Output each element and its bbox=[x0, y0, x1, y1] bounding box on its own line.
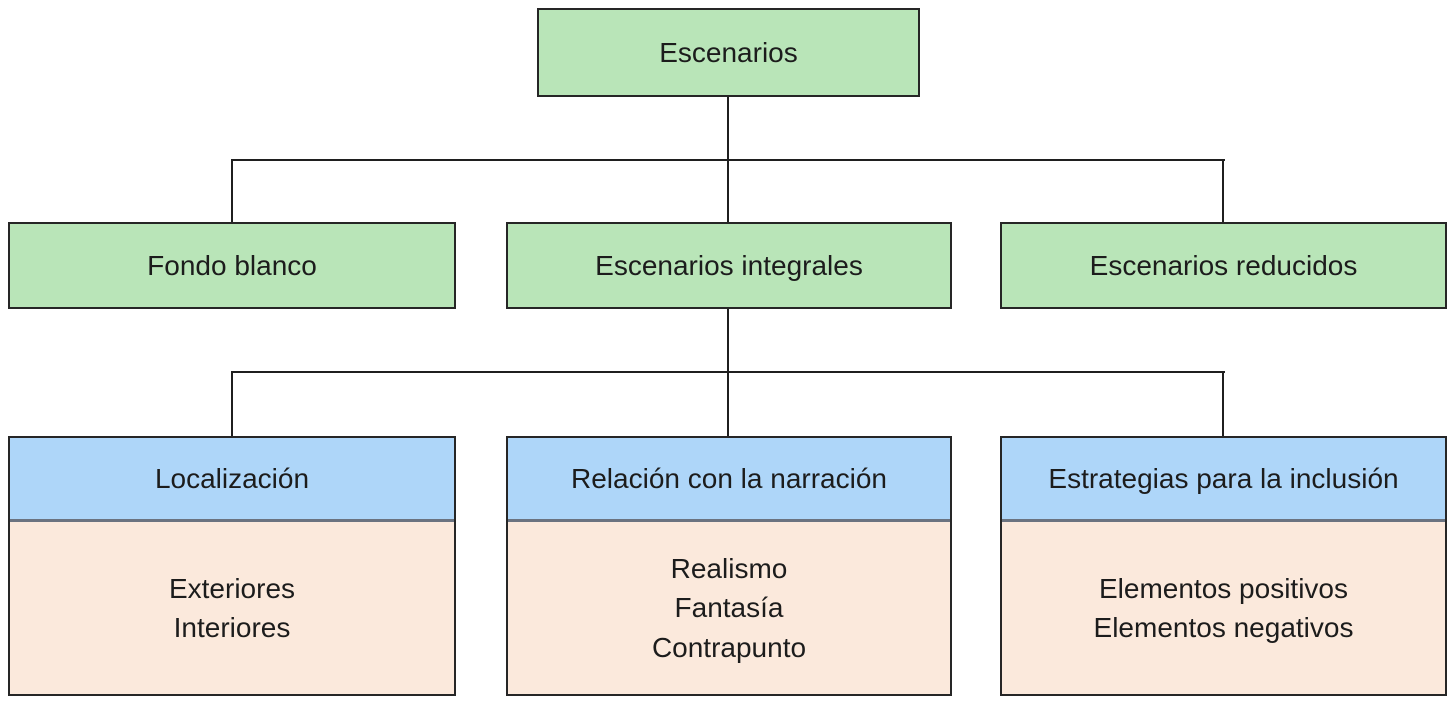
node-localizacion-body: Exteriores Interiores bbox=[10, 522, 454, 694]
node-escenarios-label: Escenarios bbox=[659, 37, 798, 68]
node-escenarios-reducidos-label: Escenarios reducidos bbox=[1089, 250, 1358, 281]
list-item: Elementos negativos bbox=[1093, 612, 1354, 643]
node-fondo-blanco-label: Fondo blanco bbox=[147, 250, 317, 281]
node-estrategias-inclusion: Estrategias para la inclusión Elementos … bbox=[1000, 436, 1447, 696]
node-escenarios-reducidos: Escenarios reducidos bbox=[1000, 222, 1447, 309]
list-item: Realismo bbox=[670, 553, 788, 585]
list-item: Fantasía bbox=[674, 592, 784, 624]
node-relacion-narracion-body: Realismo Fantasía Contrapunto bbox=[508, 522, 950, 694]
list-item: Interiores bbox=[173, 612, 291, 643]
list-item: Contrapunto bbox=[651, 631, 807, 663]
connector-level3-horizontal bbox=[231, 371, 1225, 373]
list-item: Exteriores bbox=[168, 572, 296, 604]
node-fondo-blanco: Fondo blanco bbox=[8, 222, 456, 309]
connector-level3-right-drop bbox=[1222, 371, 1224, 437]
node-localizacion-header: Localización bbox=[10, 438, 454, 522]
node-localizacion: Localización Exteriores Interiores bbox=[8, 436, 456, 696]
node-relacion-narracion-header-label: Relación con la narración bbox=[571, 462, 887, 494]
node-escenarios-integrales-label: Escenarios integrales bbox=[595, 250, 863, 281]
node-escenarios: Escenarios bbox=[537, 8, 920, 97]
node-estrategias-inclusion-header: Estrategias para la inclusión bbox=[1002, 438, 1445, 522]
node-estrategias-inclusion-header-label: Estrategias para la inclusión bbox=[1048, 462, 1399, 494]
list-item: Elementos positivos bbox=[1098, 572, 1348, 604]
connector-level2-right-drop bbox=[1222, 159, 1224, 223]
connector-level2-horizontal bbox=[231, 159, 1225, 161]
node-localizacion-header-label: Localización bbox=[154, 462, 310, 494]
node-escenarios-integrales: Escenarios integrales bbox=[506, 222, 952, 309]
connector-level3-left-drop bbox=[231, 371, 233, 437]
node-relacion-narracion-header: Relación con la narración bbox=[508, 438, 950, 522]
node-estrategias-inclusion-body: Elementos positivos Elementos negativos bbox=[1002, 522, 1445, 694]
connector-level2-left-drop bbox=[231, 159, 233, 223]
node-relacion-narracion: Relación con la narración Realismo Fanta… bbox=[506, 436, 952, 696]
